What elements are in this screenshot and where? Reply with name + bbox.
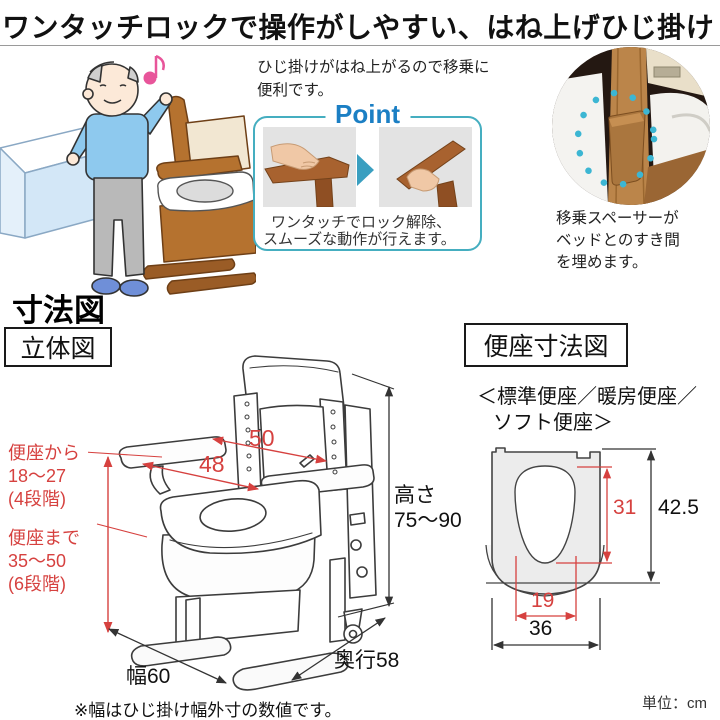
seat-label-box: 便座寸法図 — [464, 323, 628, 367]
width-note: ※幅はひじ掛け幅外寸の数値です。 — [74, 701, 342, 720]
dimension-heading: 寸法図 — [12, 293, 105, 328]
spacer-caption3: を埋めます。 — [556, 254, 648, 271]
seat-to-label2: 35～50 — [8, 551, 67, 571]
perspective-label: 立体図 — [20, 335, 96, 363]
seat-types-line2: ソフト便座＞ — [493, 412, 613, 434]
unit-note: 単位：cm — [642, 695, 707, 712]
arrow-right-icon — [357, 154, 374, 186]
seat-to-label1: 便座まで — [8, 528, 80, 548]
point-box: Point ワンタッチでロック解除、 スムーズな動作が行えます。 — [253, 99, 482, 251]
chair-dimension-drawing — [88, 355, 395, 691]
point-caption1: ワンタッチでロック解除、 — [271, 214, 452, 231]
armrest-raised-photo — [379, 127, 472, 207]
hole-height-label: 31 — [613, 496, 637, 519]
height-label1: 高さ — [394, 484, 436, 507]
armrest-lock-photo — [263, 127, 356, 207]
point-caption2: スムーズな動作が行えます。 — [263, 231, 456, 248]
spacer-caption2: ベッドとのすき間 — [556, 232, 680, 249]
perspective-label-box: 立体図 — [4, 327, 112, 367]
spacer-caption1: 移乗スペーサーが — [556, 210, 679, 227]
depth-label: 奥行58 — [334, 649, 400, 672]
header-divider — [0, 45, 720, 46]
intro-line2: 便利です。 — [257, 82, 333, 99]
width-label: 幅60 — [126, 665, 171, 688]
seat-dimension-label: 便座寸法図 — [483, 333, 609, 361]
hole-width-label: 19 — [531, 589, 555, 612]
elderly-person-and-toilet-illustration — [0, 54, 256, 297]
total-height-label: 42.5 — [658, 496, 699, 519]
seat-types-line1: ＜標準便座／暖房便座／ — [477, 386, 697, 408]
intro-line1: ひじ掛けがはね上がるので移乗に — [257, 59, 490, 76]
seat-from-label1: 便座から — [8, 443, 80, 463]
seat-from-label2: 18～27 — [8, 466, 67, 486]
seat-to-label3: (6段階) — [8, 574, 66, 594]
seat-dimension-drawing — [485, 447, 660, 650]
transfer-spacer-photo — [552, 47, 710, 205]
page-title: ワンタッチロックで操作がしやすい、はね上げひじ掛け — [2, 12, 715, 43]
point-label: Point — [325, 99, 410, 130]
music-note-icon — [143, 54, 165, 85]
dim-50-label: 50 — [249, 425, 275, 451]
height-label2: 75～90 — [394, 509, 462, 532]
seat-from-label3: (4段階) — [8, 489, 66, 509]
dim-48-label: 48 — [199, 451, 225, 477]
total-width-label: 36 — [529, 617, 553, 640]
